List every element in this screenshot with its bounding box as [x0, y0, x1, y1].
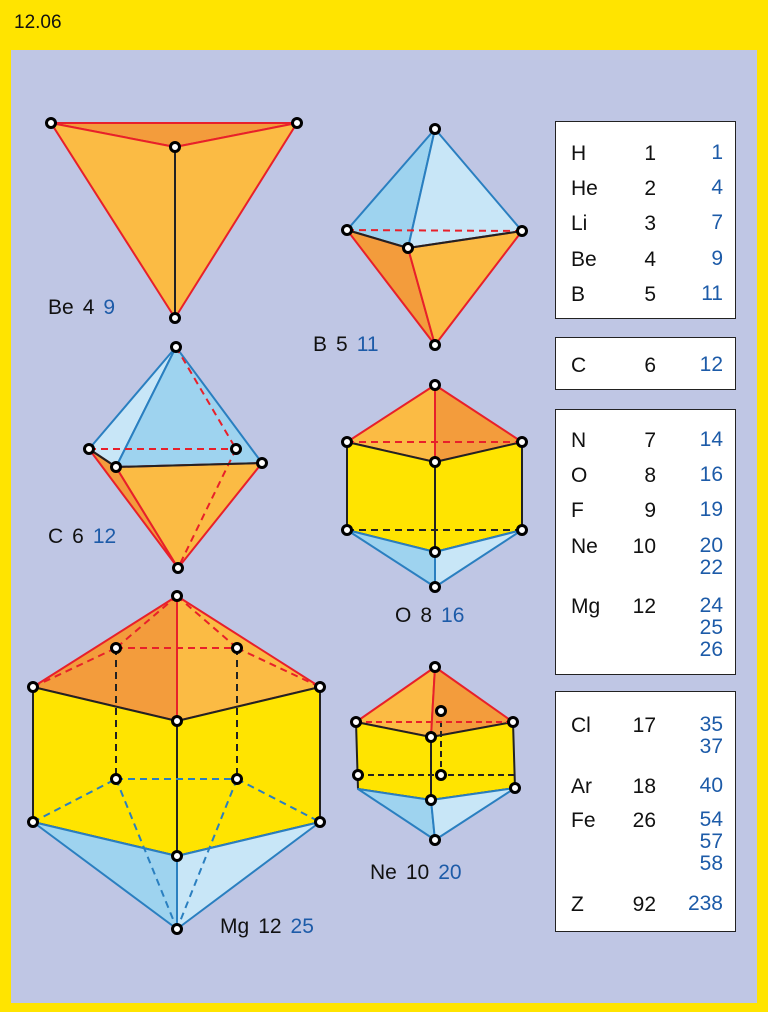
label-ne: Ne 10 20 [370, 861, 462, 885]
label-symbol: O [395, 604, 412, 627]
label-z: 12 [258, 915, 282, 938]
label-mass: 20 [438, 861, 462, 884]
label-mass: 25 [290, 915, 314, 938]
label-symbol: C [48, 525, 64, 548]
label-mass: 16 [441, 604, 465, 627]
label-symbol: Be [48, 296, 74, 319]
shape-b-bipyramid [346, 128, 523, 346]
label-z: 5 [336, 333, 348, 356]
shape-ne-prism [355, 666, 516, 841]
shape-be-tetrahedron [50, 122, 298, 319]
shape-o-prism [346, 384, 523, 588]
label-symbol: Ne [370, 861, 397, 884]
label-mg: Mg 12 25 [220, 915, 314, 939]
figure-number: 12.06 [14, 12, 62, 33]
label-z: 4 [82, 296, 95, 319]
label-mass: 9 [103, 296, 116, 319]
label-z: 6 [72, 525, 84, 548]
label-mass: 12 [92, 525, 117, 548]
label-mass: 11 [356, 333, 379, 356]
label-z: 8 [420, 604, 433, 627]
shape-c-octahedron [88, 346, 263, 569]
vertex-points [27, 117, 528, 935]
label-symbol: B [313, 333, 328, 356]
label-z: 10 [405, 861, 430, 884]
shape-mg-prism [32, 595, 321, 930]
label-symbol: Mg [220, 915, 250, 938]
